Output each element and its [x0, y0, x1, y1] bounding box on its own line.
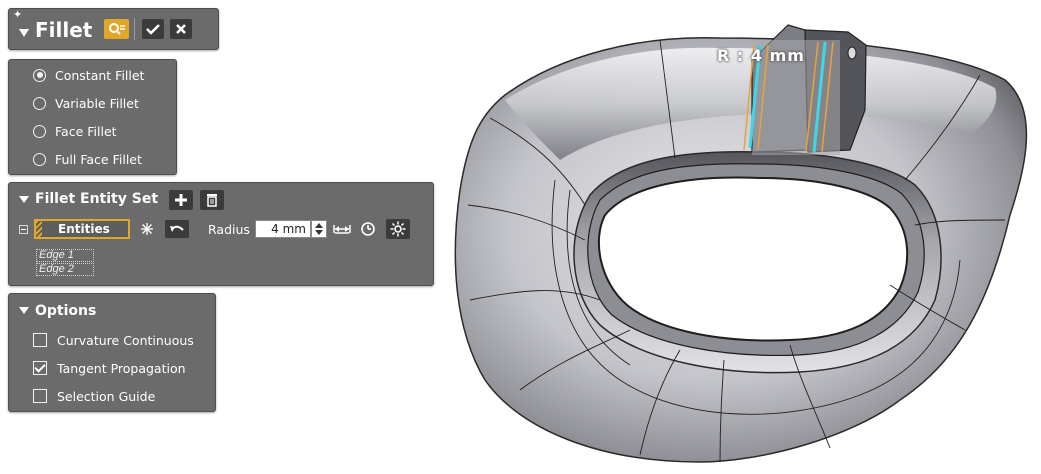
fillet-entity-set-panel: Fillet Entity Set Entities: [8, 182, 434, 286]
options-panel: Options Curvature Continuous Tangent Pro…: [8, 293, 216, 412]
spin-down-icon[interactable]: [315, 230, 323, 235]
search-button[interactable]: [104, 19, 129, 39]
fillet-type-panel: Constant Fillet Variable Fillet Face Fil…: [8, 59, 177, 175]
active-stripe: [36, 221, 42, 237]
edge-label: Edge 1: [39, 249, 74, 261]
preview-button[interactable]: [386, 219, 410, 239]
torus-inner-lip: [587, 163, 925, 356]
edge-list-item[interactable]: Edge 1: [36, 249, 94, 262]
options-title: Options: [35, 303, 97, 319]
asterisk-edge-icon: [141, 223, 153, 235]
add-set-button[interactable]: [169, 190, 193, 210]
collapse-triangle-icon[interactable]: [19, 29, 29, 37]
undo-button[interactable]: [165, 220, 189, 238]
delete-set-button[interactable]: [200, 190, 224, 210]
check-curvature-continuous[interactable]: Curvature Continuous: [33, 330, 194, 350]
collapse-triangle-icon[interactable]: [19, 307, 29, 314]
entities-label: Entities: [58, 222, 110, 236]
radius-input[interactable]: 4 mm: [255, 220, 311, 238]
clock-icon: [361, 222, 375, 236]
check-selection-guide[interactable]: Selection Guide: [33, 386, 155, 406]
torus-outer-surface: [454, 36, 1028, 463]
radio-label: Face Fillet: [55, 123, 117, 139]
entities-selector[interactable]: Entities: [34, 219, 130, 239]
flange-tab: [743, 24, 867, 155]
radio-indicator: [33, 68, 46, 82]
radio-indicator: [33, 96, 46, 110]
pin-icon[interactable]: ✦: [13, 9, 23, 21]
radio-full-face-fillet[interactable]: Full Face Fillet: [33, 149, 142, 169]
history-button[interactable]: [357, 220, 379, 238]
ok-button[interactable]: [142, 19, 164, 39]
sun-preview-icon: [390, 221, 406, 237]
checkbox-checked: [33, 361, 47, 375]
tree-collapse-toggle[interactable]: [19, 225, 28, 234]
torus-inner-wall: [573, 151, 942, 374]
radio-variable-fillet[interactable]: Variable Fillet: [33, 93, 139, 113]
surface-seams: [467, 39, 1006, 463]
torus-hole: [598, 176, 909, 342]
checkbox: [33, 333, 47, 347]
radius-spinner[interactable]: [311, 220, 327, 238]
edge-list: Edge 1 Edge 2: [36, 249, 94, 276]
radio-label: Constant Fillet: [55, 67, 145, 83]
edge-list-item[interactable]: Edge 2: [36, 263, 94, 276]
plus-icon: [175, 194, 187, 206]
radio-face-fillet[interactable]: Face Fillet: [33, 121, 117, 141]
measure-distance-button[interactable]: [331, 220, 353, 238]
ok-check-icon: [146, 24, 160, 35]
check-label: Tangent Propagation: [57, 360, 186, 376]
checkbox: [33, 389, 47, 403]
radio-indicator: [33, 124, 46, 138]
edge-label: Edge 2: [39, 263, 74, 275]
command-title: Fillet: [35, 18, 93, 42]
radio-label: Full Face Fillet: [55, 151, 142, 167]
radius-annotation: R : 4 mm: [717, 46, 805, 65]
fillet-header-panel: ✦ Fillet: [8, 8, 219, 50]
check-tangent-propagation[interactable]: Tangent Propagation: [33, 358, 186, 378]
edge-chain-button[interactable]: [137, 220, 157, 238]
radius-label: Radius: [208, 222, 250, 237]
trash-icon: [207, 194, 217, 207]
header-divider: [134, 18, 135, 40]
check-label: Curvature Continuous: [57, 332, 194, 348]
collapse-triangle-icon[interactable]: [19, 196, 29, 203]
search-icon: [108, 23, 125, 35]
spin-up-icon[interactable]: [315, 223, 323, 228]
radio-constant-fillet[interactable]: Constant Fillet: [33, 65, 144, 85]
distance-arrows-icon: [333, 225, 351, 234]
undo-arrow-icon: [170, 225, 184, 232]
radius-value: 4 mm: [271, 222, 306, 236]
entity-set-title: Fillet Entity Set: [35, 191, 159, 207]
cancel-button[interactable]: [170, 19, 192, 39]
check-label: Selection Guide: [57, 388, 156, 404]
radio-indicator: [33, 152, 46, 166]
radio-label: Variable Fillet: [55, 95, 139, 111]
cancel-x-icon: [176, 24, 186, 34]
